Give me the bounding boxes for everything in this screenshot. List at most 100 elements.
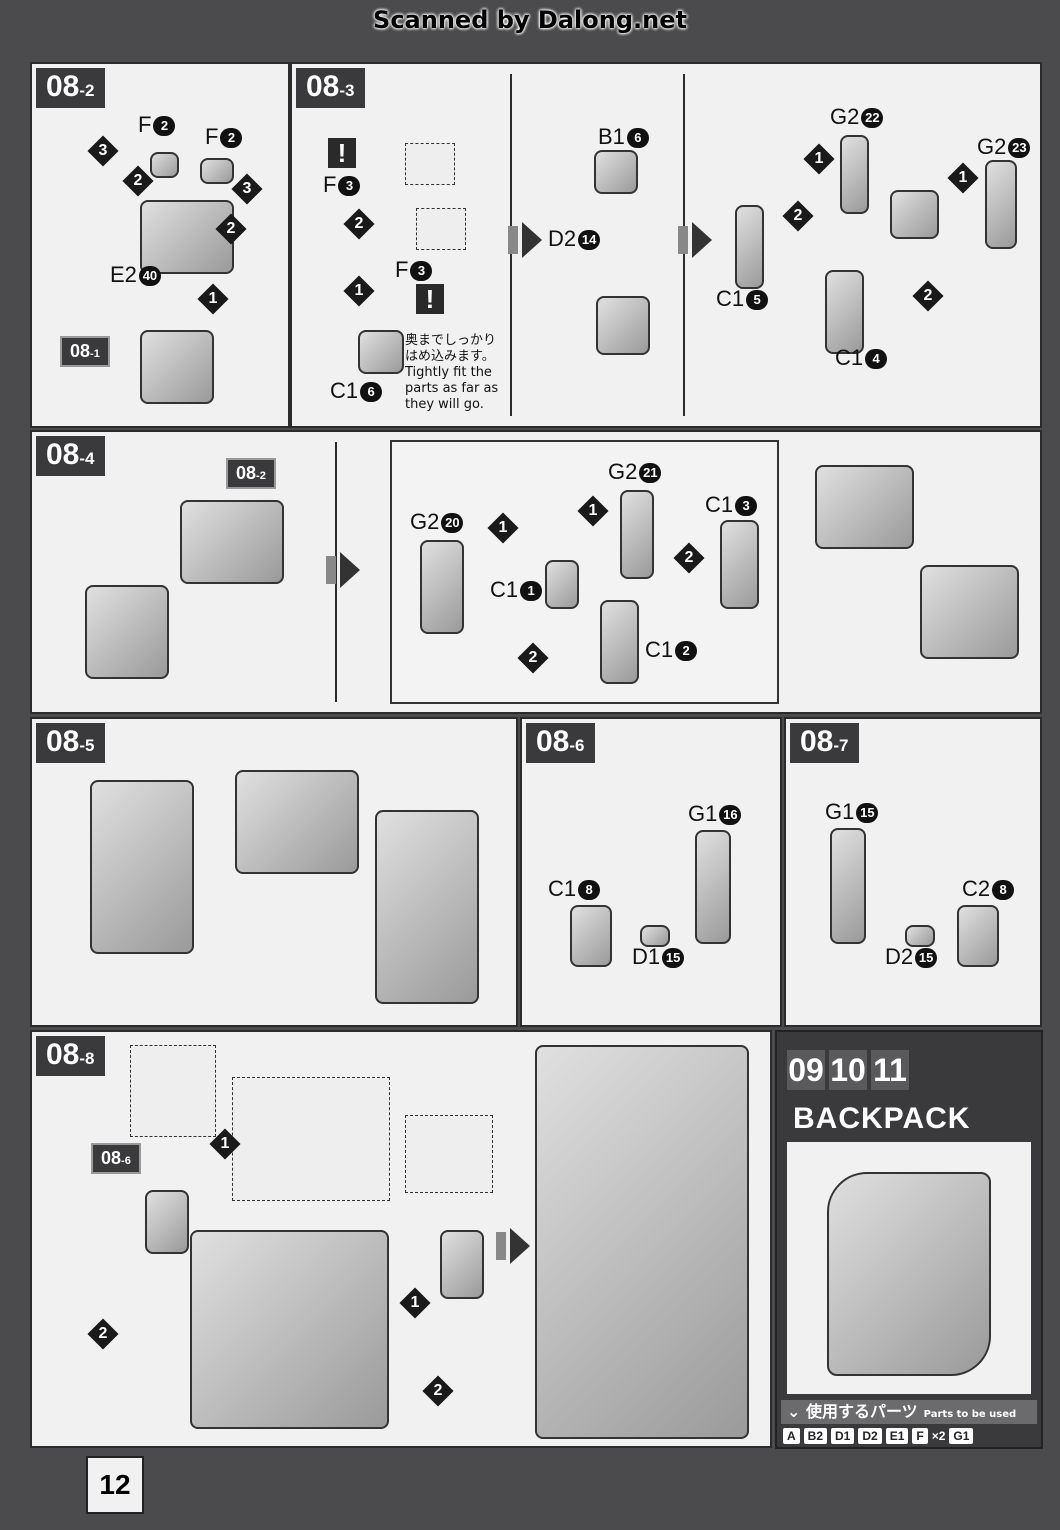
assembly-drawing [85, 585, 169, 679]
part-chip: A [783, 1428, 800, 1444]
step-number: 11 [871, 1050, 909, 1090]
step-marker: 2 [517, 642, 549, 674]
part-drawing [825, 270, 864, 354]
step-marker: 2 [215, 213, 247, 245]
step-marker: 2 [122, 165, 154, 197]
completed-body-drawing [535, 1045, 749, 1439]
part-drawing [735, 205, 764, 289]
warning-icon: ! [328, 138, 356, 168]
part-drawing [600, 600, 639, 684]
detail-inset [405, 143, 455, 185]
part-drawing [840, 135, 869, 214]
detail-inset [405, 1115, 493, 1193]
assembly-drawing [920, 565, 1019, 659]
step-08-7-panel: 08-7 [784, 717, 1042, 1027]
part-drawing [957, 905, 999, 967]
part-chip: G1 [949, 1428, 974, 1444]
part-drawing [440, 1230, 484, 1299]
part-drawing [640, 925, 670, 947]
reference-08-2: 08-2 [226, 458, 276, 489]
reference-08-1: 08-1 [60, 336, 110, 367]
part-drawing [905, 925, 935, 947]
watermark: Scanned by Dalong.net [373, 6, 687, 34]
part-drawing [200, 158, 234, 184]
step-marker: 2 [912, 280, 944, 312]
part-drawing [545, 560, 579, 609]
step-marker: 3 [231, 173, 263, 205]
part-drawing [620, 490, 654, 579]
step-title: 08-4 [36, 436, 105, 476]
part-drawing [695, 830, 731, 944]
page-number: 12 [86, 1456, 144, 1514]
part-drawing [145, 1190, 189, 1254]
step-08-3-panel: 08-3 [290, 62, 1042, 428]
next-arrow-icon [678, 222, 712, 258]
section-title: BACKPACK [793, 1102, 971, 1135]
quantity-multiplier: ×2 [931, 1429, 946, 1443]
step-marker: 2 [422, 1375, 454, 1407]
step-title: 08-5 [36, 723, 105, 763]
next-arrow-icon [496, 1228, 530, 1264]
part-drawing [570, 905, 612, 967]
step-marker: 1 [197, 283, 229, 315]
assembly-note: 奥までしっかりはめ込みます。Tightly fit the parts as f… [405, 333, 499, 412]
leg-drawing [90, 780, 194, 954]
divider [335, 442, 337, 702]
part-drawing [596, 296, 650, 355]
waist-drawing [235, 770, 359, 874]
step-number: 09 [787, 1050, 825, 1090]
part-chip: D1 [831, 1428, 855, 1444]
assembly-drawing [140, 330, 214, 404]
part-chip: E1 [885, 1428, 909, 1444]
step-marker: 1 [399, 1287, 431, 1319]
step-title: 08-7 [790, 723, 859, 763]
step-title: 08-8 [36, 1036, 105, 1076]
part-drawing [420, 540, 464, 634]
part-drawing [594, 150, 638, 194]
part-drawing [830, 828, 866, 944]
assembly-drawing [140, 200, 234, 274]
step-marker: 1 [487, 512, 519, 544]
step-marker: 1 [577, 495, 609, 527]
step-marker: 2 [782, 200, 814, 232]
part-drawing [890, 190, 939, 239]
backpack-drawing [787, 1142, 1031, 1394]
step-title: 08-6 [526, 723, 595, 763]
lower-body-drawing [190, 1230, 389, 1429]
step-title: 08-3 [296, 68, 365, 108]
detail-inset [416, 208, 466, 250]
part-drawing [720, 520, 759, 609]
step-marker: 1 [803, 143, 835, 175]
assembly-drawing [180, 500, 284, 584]
step-marker: 1 [343, 275, 375, 307]
step-marker: 2 [87, 1318, 119, 1350]
part-chip: D2 [858, 1428, 882, 1444]
warning-icon: ! [416, 284, 444, 314]
step-marker: 1 [947, 162, 979, 194]
step-08-6-panel: 08-6 [520, 717, 782, 1027]
part-drawing [985, 160, 1017, 249]
step-marker: 1 [209, 1128, 241, 1160]
part-drawing [150, 152, 179, 178]
next-arrow-icon [508, 222, 542, 258]
step-marker: 2 [343, 208, 375, 240]
